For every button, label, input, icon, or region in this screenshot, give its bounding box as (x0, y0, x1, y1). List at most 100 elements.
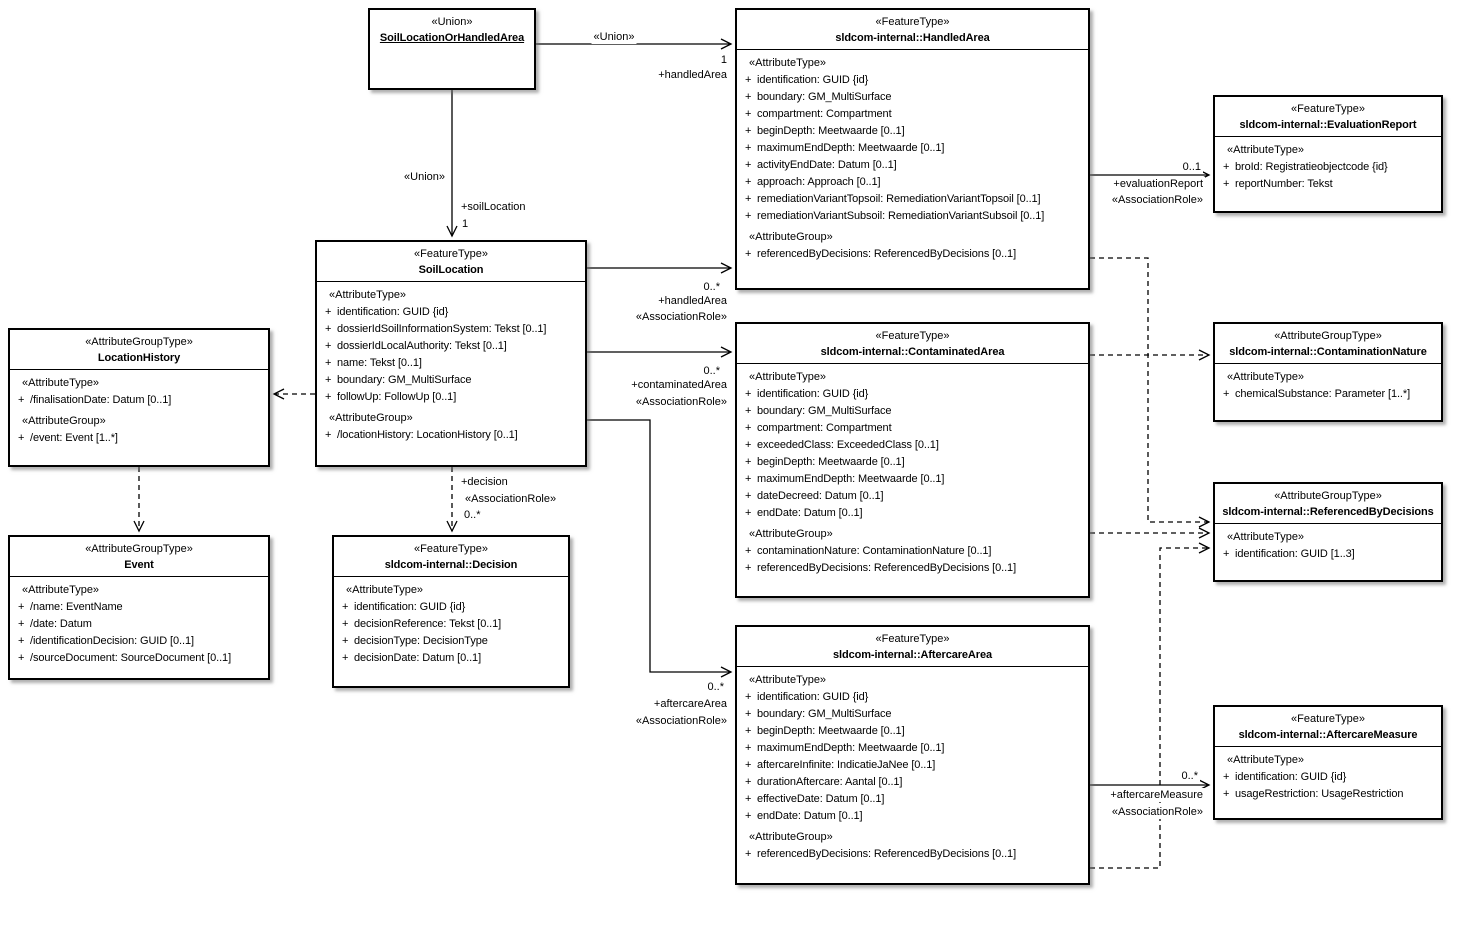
class-header: «FeatureType»sldcom-internal::AftercareM… (1215, 707, 1441, 747)
class-name: sldcom-internal::Decision (384, 559, 518, 571)
class-aftercare-area: «FeatureType»sldcom-internal::AftercareA… (735, 625, 1090, 885)
attribute-row: +endDate: Datum [0..1] (741, 505, 1084, 522)
class-location-history: «AttributeGroupType»LocationHistory«Attr… (8, 328, 270, 467)
visibility-marker: + (745, 405, 752, 417)
attribute-row: +maximumEndDepth: Meetwaarde [0..1] (741, 740, 1084, 757)
class-stereotype: «Union» (431, 16, 473, 28)
visibility-marker: + (745, 422, 752, 434)
class-name: sldcom-internal::ContaminationNature (1229, 346, 1427, 358)
attribute-row: +referencedByDecisions: ReferencedByDeci… (741, 846, 1084, 863)
visibility-marker: + (745, 142, 752, 154)
attribute-row: +identification: GUID {id} (741, 689, 1084, 706)
class-body: «AttributeType»+/finalisationDate: Datum… (10, 370, 268, 451)
attribute-text: identification: GUID {id} (1235, 771, 1347, 783)
class-header: «AttributeGroupType»sldcom-internal::Con… (1215, 324, 1441, 364)
attribute-row: +maximumEndDepth: Meetwaarde [0..1] (741, 140, 1084, 157)
class-contamination-nature: «AttributeGroupType»sldcom-internal::Con… (1213, 322, 1443, 422)
attribute-text: /event: Event [1..*] (30, 432, 118, 444)
visibility-marker: + (745, 108, 752, 120)
attribute-text: /sourceDocument: SourceDocument [0..1] (30, 652, 232, 664)
visibility-marker: + (745, 545, 752, 557)
class-header: «AttributeGroupType»LocationHistory (10, 330, 268, 370)
visibility-marker: + (745, 725, 752, 737)
attribute-row: +usageRestriction: UsageRestriction (1219, 786, 1437, 803)
class-body: «AttributeType» +identification: GUID {id… (334, 577, 568, 671)
attribute-text: compartment: Compartment (757, 108, 892, 120)
section-header: «AttributeType» (749, 674, 827, 686)
attribute-row: +boundary: GM_MultiSurface (741, 89, 1084, 106)
attribute-row: +referencedByDecisions: ReferencedByDeci… (741, 560, 1084, 577)
attribute-text: identification: GUID {id} (757, 388, 869, 400)
class-stereotype: «FeatureType» (1291, 103, 1365, 115)
class-stereotype: «FeatureType» (414, 543, 488, 555)
attribute-row: +dossierIdLocalAuthority: Tekst [0..1] (321, 338, 581, 355)
attribute-row: +beginDepth: Meetwaarde [0..1] (741, 454, 1084, 471)
attribute-text: decisionDate: Datum [0..1] (354, 652, 482, 664)
attribute-text: compartment: Compartment (757, 422, 892, 434)
section-header: «AttributeType» (749, 371, 827, 383)
attribute-text: boundary: GM_MultiSurface (757, 708, 892, 720)
attribute-text: decisionReference: Tekst [0..1] (354, 618, 502, 630)
attribute-text: referencedByDecisions: ReferencedByDecis… (757, 248, 1017, 260)
attribute-text: identification: GUID {id} (757, 74, 869, 86)
visibility-marker: + (18, 432, 25, 444)
visibility-marker: + (18, 601, 25, 613)
visibility-marker: + (342, 601, 349, 613)
class-name: LocationHistory (97, 352, 181, 364)
attribute-text: effectiveDate: Datum [0..1] (757, 793, 885, 805)
class-header: «FeatureType»SoilLocation (317, 242, 585, 282)
attribute-text: /finalisationDate: Datum [0..1] (30, 394, 172, 406)
attribute-text: identification: GUID {id} (757, 691, 869, 703)
attribute-row: +dossierIdSoilInformationSystem: Tekst [… (321, 321, 581, 338)
class-header: «FeatureType»sldcom-internal::Contaminat… (737, 324, 1088, 364)
visibility-marker: + (18, 394, 25, 406)
class-name: sldcom-internal::EvaluationReport (1239, 119, 1417, 131)
class-stereotype: «FeatureType» (1291, 713, 1365, 725)
attribute-row: +chemicalSubstance: Parameter [1..*] (1219, 386, 1437, 403)
attribute-row: +identification: GUID {id} (338, 599, 564, 616)
attribute-text: remediationVariantTopsoil: RemediationVa… (757, 193, 1041, 205)
edge-soil-location-to-aftercare-area (587, 419, 733, 678)
attribute-text: boundary: GM_MultiSurface (337, 374, 472, 386)
class-stereotype: «FeatureType» (414, 248, 488, 260)
attribute-text: dossierIdSoilInformationSystem: Tekst [0… (337, 323, 547, 335)
attribute-text: /date: Datum (30, 618, 92, 630)
attribute-text: maximumEndDepth: Meetwaarde [0..1] (757, 742, 945, 754)
attribute-row: +decisionType: DecisionType (338, 633, 564, 650)
attribute-row: +endDate: Datum [0..1] (741, 808, 1084, 825)
class-stereotype: «AttributeGroupType» (1274, 330, 1382, 342)
attribute-text: name: Tekst [0..1] (337, 357, 422, 369)
class-header: «FeatureType»sldcom-internal::AftercareA… (737, 627, 1088, 667)
attribute-text: endDate: Datum [0..1] (757, 507, 863, 519)
visibility-marker: + (745, 810, 752, 822)
attribute-text: identification: GUID {id} (337, 306, 449, 318)
class-header: «AttributeGroupType»Event (10, 537, 268, 577)
class-name: sldcom-internal::HandledArea (835, 32, 990, 44)
visibility-marker: + (1223, 178, 1230, 190)
attribute-row: +identification: GUID {id} (741, 386, 1084, 403)
attribute-row: +maximumEndDepth: Meetwaarde [0..1] (741, 471, 1084, 488)
attribute-row: + /finalisationDate: Datum [0..1] (14, 392, 264, 409)
class-body: «AttributeType»+identification: GUID {id… (737, 667, 1088, 867)
visibility-marker: + (325, 391, 332, 403)
visibility-marker: + (18, 618, 25, 630)
attribute-row: +durationAftercare: Aantal [0..1] (741, 774, 1084, 791)
attribute-row: +/locationHistory: LocationHistory [0..1… (321, 427, 581, 444)
attribute-row: +name: Tekst [0..1] (321, 355, 581, 372)
visibility-marker: + (325, 429, 332, 441)
section-header: «AttributeType» (346, 584, 424, 596)
attribute-row: +beginDepth: Meetwaarde [0..1] (741, 723, 1084, 740)
visibility-marker: + (1223, 771, 1230, 783)
attribute-text: referencedByDecisions: ReferencedByDecis… (757, 848, 1017, 860)
attribute-row: + /date: Datum (14, 616, 264, 633)
class-name: SoilLocationOrHandledArea (379, 32, 525, 44)
attribute-text: reportNumber: Tekst (1235, 178, 1333, 190)
attribute-text: boundary: GM_MultiSurface (757, 405, 892, 417)
visibility-marker: + (325, 374, 332, 386)
class-body: «AttributeType»+identification: GUID [1.… (1215, 524, 1441, 567)
edge-aftercare-area-to-referenced-by-decisions (1090, 542, 1211, 869)
attribute-row: + compartment: Compartment (741, 420, 1084, 437)
